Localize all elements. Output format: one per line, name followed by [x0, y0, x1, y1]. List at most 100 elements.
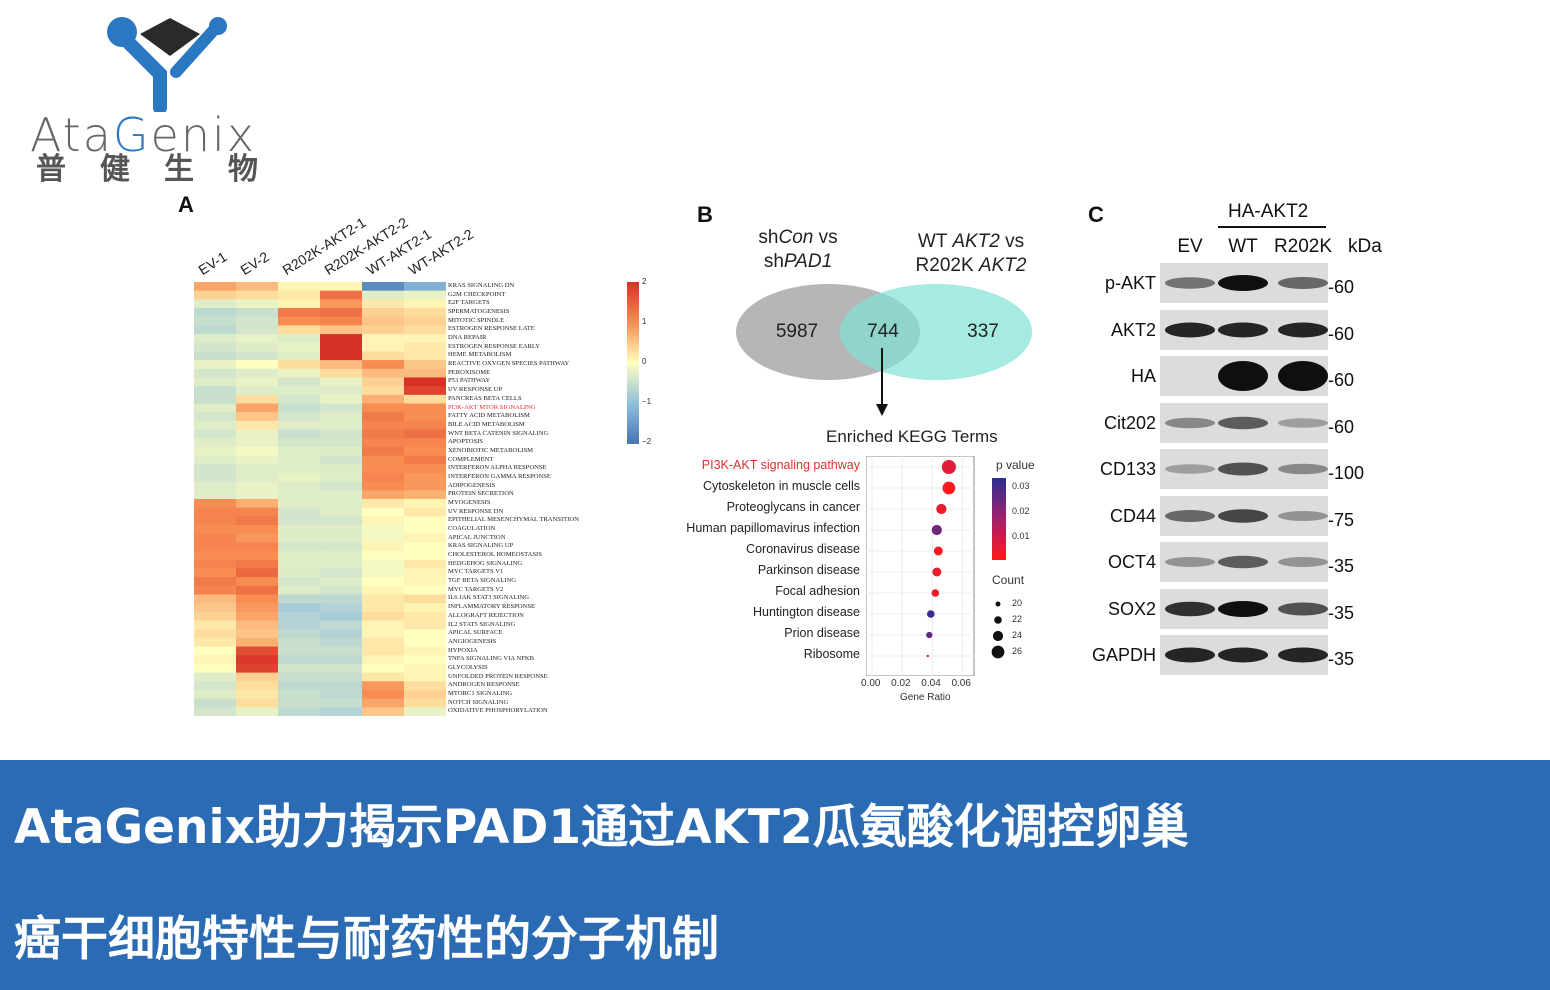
heatmap-cell [236, 420, 279, 431]
heatmap-row-label: WNT BETA CATENIN SIGNALING [448, 429, 549, 437]
count-legend-tick: 22 [1012, 614, 1023, 624]
wb-band [1278, 647, 1328, 663]
heatmap-cell [194, 689, 237, 700]
heatmap-cell [404, 490, 446, 500]
heatmap-cell [236, 542, 279, 552]
heatmap-row-label: EPITHELIAL MESENCHYMAL TRANSITION [448, 516, 579, 524]
heatmap-cell [362, 637, 405, 648]
heatmap-cell [278, 629, 321, 639]
kegg-dot [927, 610, 935, 618]
pvalue-legend-tick: 0.01 [1012, 531, 1030, 541]
heatmap-cell [320, 637, 363, 648]
wb-kda-marker: -60 [1328, 277, 1355, 297]
kegg-term-label: Ribosome [803, 647, 860, 661]
heatmap-cell [362, 308, 405, 318]
heatmap-cell [404, 620, 446, 630]
heatmap-cell [236, 351, 279, 361]
kegg-term-label: Cytoskeleton in muscle cells [702, 479, 860, 493]
heatmap-cell [236, 525, 279, 535]
wb-protein-label: CD133 [1099, 459, 1156, 479]
heatmap-row-label: HEME METABOLISM [448, 351, 512, 359]
heatmap-cell [320, 334, 363, 344]
heatmap-cell [362, 620, 405, 630]
wb-band [1218, 361, 1268, 391]
heatmap-row-label: ESTROGEN RESPONSE EARLY [448, 342, 541, 350]
heatmap-cell [320, 290, 363, 300]
heatmap-legend-tick: 0 [642, 357, 647, 366]
heatmap-row-label: APOPTOSIS [448, 438, 484, 446]
heatmap-cell [194, 342, 237, 352]
heatmap-cell [320, 629, 363, 639]
heatmap-cell [278, 568, 321, 578]
heatmap-cell [362, 342, 405, 352]
heatmap-cell [194, 429, 237, 439]
venn-overlap-count: 744 [867, 321, 899, 342]
heatmap-cell [236, 490, 279, 500]
heatmap-cell [236, 620, 279, 630]
heatmap-cell [362, 368, 405, 378]
kegg-title: Enriched KEGG Terms [826, 427, 998, 446]
heatmap-cell [320, 707, 363, 716]
heatmap-cell [278, 499, 321, 509]
heatmap-cell [404, 655, 446, 665]
wb-protein-label: SOX2 [1107, 598, 1156, 619]
heatmap-cell [362, 499, 405, 509]
heatmap-cell [362, 646, 405, 656]
wb-band [1278, 463, 1328, 475]
wb-protein-label: Cit202 [1103, 412, 1156, 433]
heatmap-cell [236, 577, 279, 587]
heatmap-cell [236, 403, 279, 413]
heatmap-cell [404, 637, 446, 648]
wb-kda-marker: -35 [1328, 556, 1355, 576]
heatmap-cell [362, 299, 405, 309]
heatmap-cell [362, 663, 405, 674]
heatmap-cell [278, 412, 321, 422]
wb-band [1278, 510, 1328, 521]
wb-band [1218, 275, 1268, 291]
heatmap-cell [236, 308, 279, 318]
heatmap-cell [320, 585, 363, 595]
heatmap-cell [320, 568, 363, 578]
heatmap-cell [320, 490, 363, 500]
heatmap-cell [362, 282, 405, 292]
heatmap-cell [362, 577, 405, 587]
heatmap-cell [362, 446, 405, 457]
heatmap-cell [278, 542, 321, 552]
heatmap-cell [320, 386, 363, 396]
heatmap-cell [278, 299, 321, 309]
heatmap-cell [194, 516, 237, 526]
heatmap-cell [404, 377, 446, 387]
heatmap-cell [362, 351, 405, 361]
heatmap-cell [320, 299, 363, 309]
heatmap-legend-tick: 2 [642, 277, 647, 286]
heatmap-cell [236, 585, 279, 595]
wb-kda-marker: -60 [1328, 416, 1355, 437]
heatmap-cell [404, 559, 446, 569]
heatmap-cell [194, 525, 237, 535]
heatmap-cell [320, 672, 363, 682]
heatmap-cell [194, 603, 237, 613]
heatmap-cell [404, 663, 446, 674]
heatmap-cell [194, 386, 237, 396]
heatmap-cell [278, 420, 321, 431]
wb-band [1218, 508, 1268, 523]
heatmap-cell [320, 429, 363, 439]
heatmap-row-label: MITOTIC SPINDLE [448, 316, 505, 324]
heatmap-row-label: APICAL SURFACE [448, 629, 503, 637]
heatmap-row-label: BILE ACID METABOLISM [448, 420, 525, 428]
wb-kda-marker: -100 [1328, 463, 1365, 483]
heatmap-cell [194, 681, 237, 691]
heatmap-cell [278, 559, 321, 569]
wb-group-bracket [1218, 226, 1326, 228]
heatmap-cell [278, 707, 321, 716]
heatmap-cell [236, 386, 279, 396]
heatmap-legend-tick: −2 [642, 437, 652, 446]
heatmap-cell [362, 438, 405, 448]
heatmap-cell [320, 681, 363, 691]
heatmap-cell [278, 620, 321, 630]
heatmap-cell [320, 559, 363, 569]
count-legend-dot [991, 645, 1005, 659]
heatmap-cell [320, 594, 363, 604]
heatmap-cell [362, 698, 405, 708]
heatmap-row-label: KRAS SIGNALING DN [448, 282, 515, 289]
